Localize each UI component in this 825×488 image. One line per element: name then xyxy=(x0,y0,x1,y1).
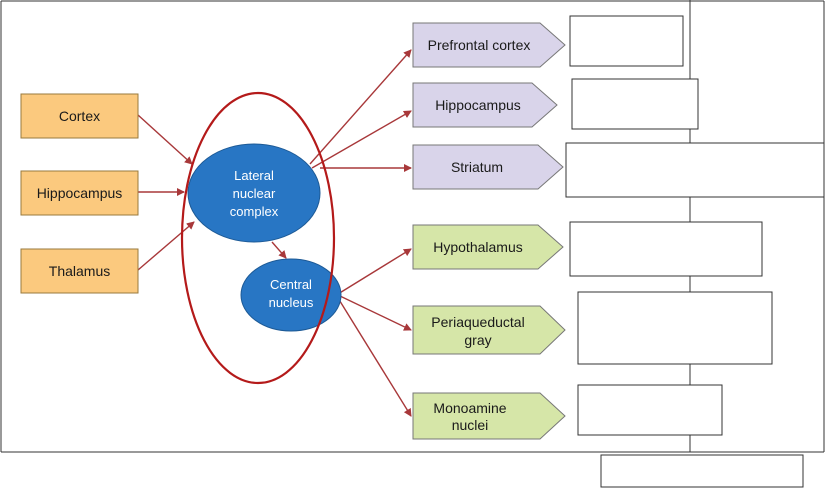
arrow-central-to-periaqueductal xyxy=(339,295,412,331)
arrow-lateral-to-central xyxy=(271,241,287,259)
amygdala-highlight-ellipse xyxy=(180,91,336,385)
arrow-central-to-monoamine xyxy=(337,297,412,417)
input-box-thalamus: Thalamus xyxy=(20,248,139,294)
lateral-nuclear-complex: Lateral nuclear complex xyxy=(187,143,321,243)
arrow-cortex-to-lateral xyxy=(137,114,193,165)
output-label-periaqueductal-1: Periaqueductal xyxy=(431,314,524,330)
central-label-line-1: Central xyxy=(270,277,312,292)
output-striatum: Striatum xyxy=(412,144,564,190)
blank-box-3 xyxy=(565,142,825,198)
blank-box-7 xyxy=(600,454,804,488)
blank-label-boxes xyxy=(565,15,825,488)
lateral-label-line-1: Lateral xyxy=(234,168,274,183)
output-label-hippocampus: Hippocampus xyxy=(435,97,521,113)
blank-box-1 xyxy=(569,15,684,67)
blank-box-4 xyxy=(569,221,763,277)
central-nucleus: Central nucleus xyxy=(240,258,342,332)
output-label-prefrontal: Prefrontal cortex xyxy=(428,37,531,53)
output-monoamine-nuclei: Monoamine nuclei xyxy=(412,392,566,440)
lateral-label-line-3: complex xyxy=(230,204,279,219)
input-label-cortex: Cortex xyxy=(59,108,100,124)
central-label-line-2: nucleus xyxy=(269,295,314,310)
connection-arrows xyxy=(137,49,412,417)
output-label-monoamine-1: Monoamine xyxy=(433,400,506,416)
arrow-lateral-to-prefrontal xyxy=(309,49,412,165)
output-label-monoamine-2: nuclei xyxy=(452,417,489,433)
output-hippocampus: Hippocampus xyxy=(412,82,558,128)
output-label-periaqueductal-2: gray xyxy=(464,332,491,348)
output-prefrontal-cortex: Prefrontal cortex xyxy=(412,22,566,68)
lateral-label-line-2: nuclear xyxy=(233,186,276,201)
input-label-thalamus: Thalamus xyxy=(49,263,110,279)
output-label-striatum: Striatum xyxy=(451,159,503,175)
output-periaqueductal-gray: Periaqueductal gray xyxy=(412,305,566,355)
output-hypothalamus: Hypothalamus xyxy=(412,224,564,270)
arrow-lateral-to-hippocampus xyxy=(311,110,412,169)
arrow-central-to-hypothalamus xyxy=(337,248,412,295)
arrow-thalamus-to-lateral xyxy=(137,221,195,271)
input-box-cortex: Cortex xyxy=(20,93,139,139)
input-label-hippocampus: Hippocampus xyxy=(37,185,123,201)
blank-box-5 xyxy=(577,291,773,365)
input-box-hippocampus: Hippocampus xyxy=(20,170,139,216)
blank-box-6 xyxy=(577,384,723,436)
output-label-hypothalamus: Hypothalamus xyxy=(433,239,523,255)
blank-box-2 xyxy=(571,78,699,130)
